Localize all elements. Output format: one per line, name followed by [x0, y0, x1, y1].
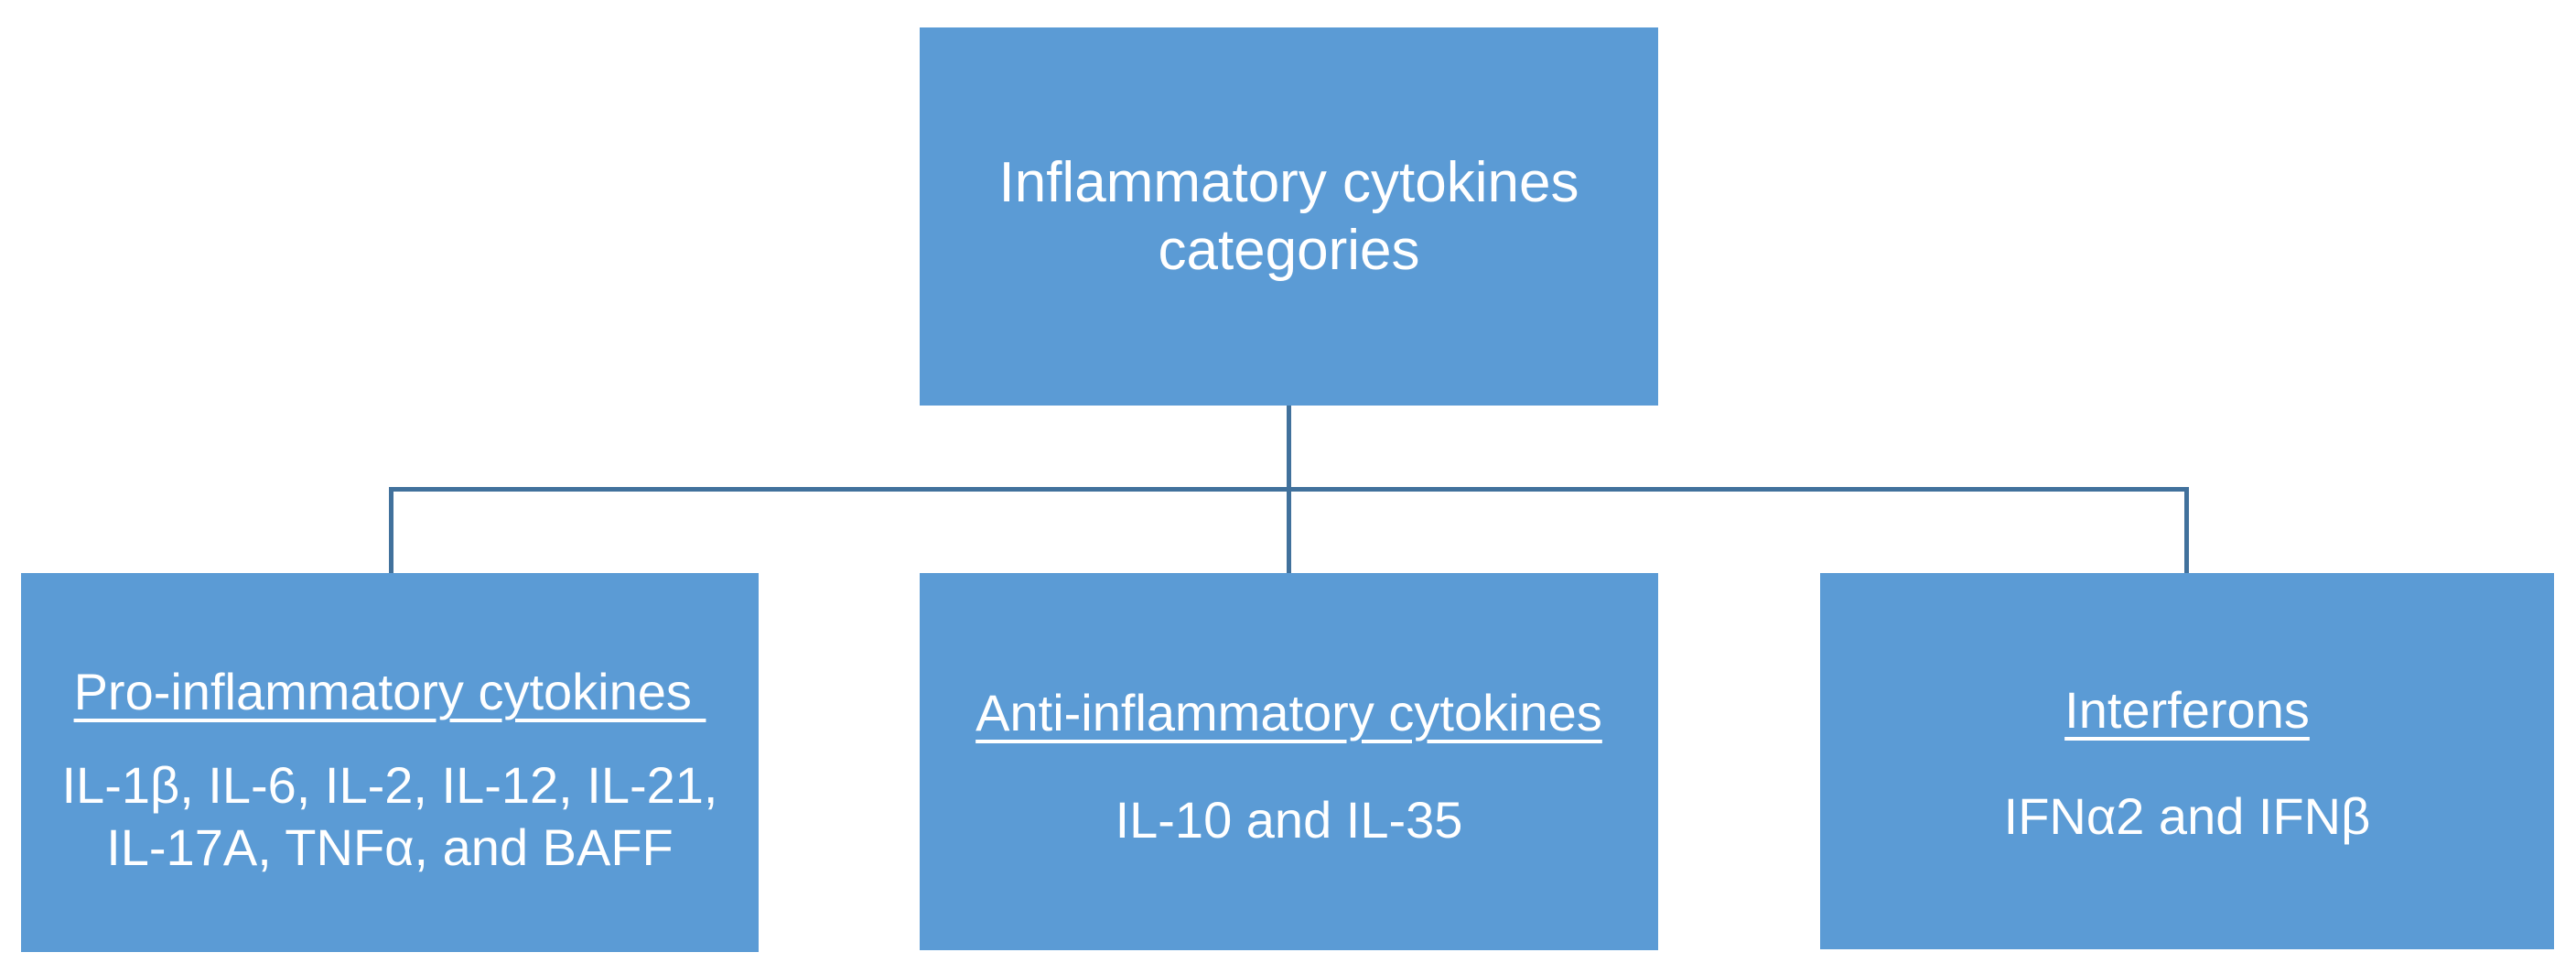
node-interferons-heading: Interferons — [2064, 681, 2310, 740]
node-anti-inflammatory-cytokines[interactable]: Anti-inflammatory cytokines IL-10 and IL… — [920, 573, 1658, 950]
connector-drop-pro-inflammatory — [389, 487, 393, 573]
node-anti-inflammatory-body: IL-10 and IL-35 — [1115, 791, 1463, 850]
node-root-inflammatory-cytokines-categories[interactable]: Inflammatory cytokines categories — [920, 27, 1658, 406]
node-interferons-body: IFNα2 and IFNβ — [2003, 786, 2371, 845]
connector-drop-anti-inflammatory — [1287, 487, 1291, 573]
node-pro-inflammatory-body: IL-1β, IL-6, IL-2, IL-12, IL-21, IL-17A,… — [61, 755, 718, 877]
node-root-label: Inflammatory cytokines categories — [998, 151, 1579, 282]
node-anti-inflammatory-heading: Anti-inflammatory cytokines — [975, 683, 1602, 741]
node-interferons[interactable]: Interferons IFNα2 and IFNβ — [1820, 573, 2554, 949]
node-pro-inflammatory-cytokines[interactable]: Pro-inflammatory cytokines IL-1β, IL-6, … — [21, 573, 759, 952]
node-pro-inflammatory-heading: Pro-inflammatory cytokines — [73, 663, 706, 721]
connector-root-stem — [1287, 406, 1291, 492]
connector-drop-interferons — [2184, 487, 2189, 573]
